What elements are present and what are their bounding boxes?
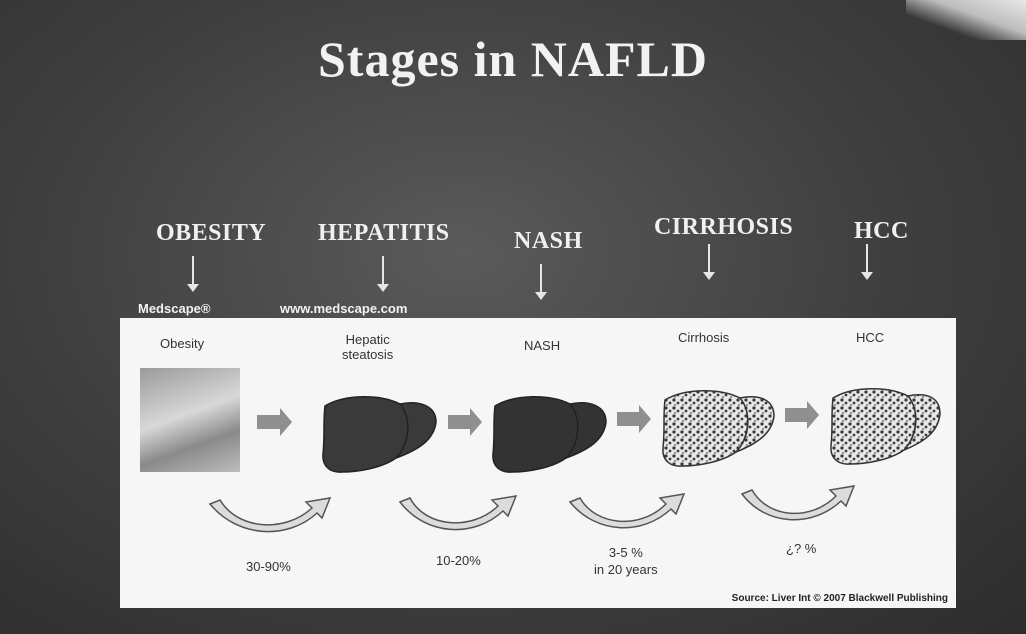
arrow-down-icon: [866, 244, 868, 274]
stage-nash: NASH: [514, 228, 583, 255]
liver-icon: [663, 391, 774, 466]
stage-obesity: OBESITY: [156, 220, 266, 247]
arrow-down-icon: [382, 256, 384, 286]
arrow-down-icon: [708, 244, 710, 274]
curved-arrow-icon: [210, 498, 330, 532]
curved-arrow-icon: [742, 486, 854, 520]
percentage-nash-cirrhosis: 3-5 % in 20 years: [594, 544, 658, 578]
source-caption: Source: Liver Int © 2007 Blackwell Publi…: [732, 593, 948, 604]
percentage-cirrhosis-hcc: ¿? %: [786, 540, 816, 557]
curved-arrow-icon: [400, 496, 516, 530]
medscape-logo: Medscape®: [138, 301, 210, 316]
liver-icon: [493, 397, 606, 472]
percentage-obesity-steatosis: 30-90%: [246, 558, 291, 575]
right-arrow-icon: [257, 408, 292, 436]
curved-arrow-icon: [570, 494, 684, 528]
slide-title: Stages in NAFLD: [0, 30, 1026, 88]
arrow-down-icon: [192, 256, 194, 286]
figure-panel: Obesity Hepatic steatosis NASH Cirrhosis…: [120, 318, 956, 608]
right-arrow-icon: [617, 405, 651, 433]
stage-cirrhosis: CIRRHOSIS: [654, 214, 793, 241]
right-arrow-icon: [448, 408, 482, 436]
stage-hepatitis: HEPATITIS: [318, 220, 450, 247]
liver-icon: [831, 389, 940, 464]
medscape-url: www.medscape.com: [280, 301, 407, 316]
arrow-down-icon: [540, 264, 542, 294]
right-arrow-icon: [785, 401, 819, 429]
stage-hcc: HCC: [854, 218, 909, 245]
percentage-steatosis-nash: 10-20%: [436, 552, 481, 569]
liver-icon: [323, 397, 436, 472]
